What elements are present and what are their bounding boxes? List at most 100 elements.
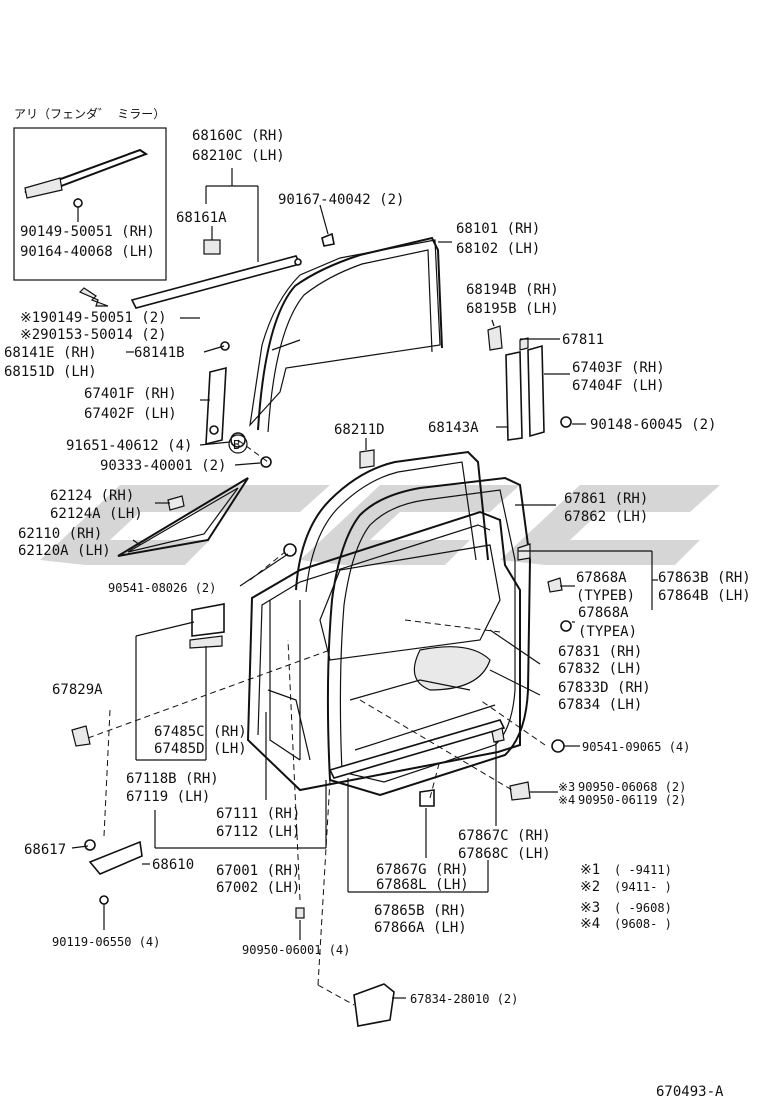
label-68141e: 68141E (RH): [4, 345, 97, 361]
legend-range-1: ( -9411): [614, 863, 672, 877]
label-67829: 67829A: [52, 682, 103, 698]
label-67863: 67863B (RH): [658, 570, 751, 586]
legend-mark-4: ※4: [580, 916, 600, 932]
pad-67834-28010: [353, 983, 395, 1027]
label-67832: 67832 (LH): [558, 661, 642, 677]
label-68194: 68194B (RH): [466, 282, 559, 298]
mark-4: ※4: [558, 793, 575, 807]
channel-67403: [527, 344, 545, 438]
label-68617: 68617: [24, 842, 66, 858]
legend-mark-2: ※2: [580, 879, 600, 895]
label-typeb: (TYPEB): [576, 588, 635, 604]
label-68161: 68161A: [176, 210, 227, 226]
label-68610: 68610: [152, 857, 194, 873]
label-68211: 68211D: [334, 422, 385, 438]
lower-strip-67865: [328, 719, 506, 779]
label-67834-28010: 67834-28010 (2): [410, 992, 518, 1006]
label-67811: 67811: [562, 332, 604, 348]
channel-68161: [130, 255, 302, 309]
label-68141b: 68141B: [134, 345, 185, 361]
label-67485d: 67485D (LH): [154, 741, 247, 757]
legend-range-2: (9411- ): [614, 880, 672, 894]
label-67404: 67404F (LH): [572, 378, 665, 394]
label-67402: 67402F (LH): [84, 406, 177, 422]
label-67119: 67119 (LH): [126, 789, 210, 805]
label-67864: 67864B (LH): [658, 588, 751, 604]
label-90541-08026: 90541-08026 (2): [108, 581, 216, 595]
label-90950-06001: 90950-06001 (4): [242, 943, 350, 957]
label-67403: 67403F (RH): [572, 360, 665, 376]
label-90119: 90119-06550 (4): [52, 935, 160, 949]
label-67833: 67833D (RH): [558, 680, 651, 696]
label-67868a-typeb: 67868A: [576, 570, 627, 586]
label-67401: 67401F (RH): [84, 386, 177, 402]
label-90164: 90164-40068 (LH): [20, 244, 155, 260]
label-62124a: 62124A (LH): [50, 506, 143, 522]
label-67834: 67834 (LH): [558, 697, 642, 713]
label-68210: 68210C (LH): [192, 148, 285, 164]
label-67868l: 67868L (LH): [376, 877, 469, 893]
label-90541-09065: 90541-09065 (4): [582, 740, 690, 754]
label-67866: 67866A (LH): [374, 920, 467, 936]
label-67112: 67112 (LH): [216, 824, 300, 840]
label-67862: 67862 (LH): [564, 509, 648, 525]
label-68143: 68143A: [428, 420, 479, 436]
label-91651: 91651-40612 (4): [66, 438, 192, 454]
label-67867c: 67867C (RH): [458, 828, 551, 844]
label-67868c: 67868C (LH): [458, 846, 551, 862]
inset-fender-mirror: [13, 127, 167, 281]
label-67831: 67831 (RH): [558, 644, 642, 660]
label-62110: 62110 (RH): [18, 526, 102, 542]
label-68160: 68160C (RH): [192, 128, 285, 144]
callout-b-circle: [228, 434, 248, 454]
channel-68143: [505, 351, 523, 441]
label-90167: 90167-40042 (2): [278, 192, 404, 208]
label-90950-06119: 90950-06119 (2): [578, 793, 686, 807]
label-90333: 90333-40001 (2): [100, 458, 226, 474]
label-190149: ※190149-50051 (2): [20, 310, 167, 326]
pad-67829: [71, 725, 91, 747]
quarter-glass-62110: [117, 477, 249, 557]
door-frame: [295, 450, 489, 591]
label-67001: 67001 (RH): [216, 863, 300, 879]
label-67485c: 67485C (RH): [154, 724, 247, 740]
label-68195: 68195B (LH): [466, 301, 559, 317]
label-67861: 67861 (RH): [564, 491, 648, 507]
leader-lines: [71, 168, 658, 999]
dashed-leaders: [87, 439, 546, 1006]
label-67868a-typea: 67868A: [578, 605, 629, 621]
door-shell: [246, 510, 521, 792]
label-67867g: 67867G (RH): [376, 862, 469, 878]
inset-arrow: [78, 287, 109, 307]
label-62120: 62120A (LH): [18, 543, 111, 559]
latch-67485: [191, 603, 225, 637]
label-67118: 67118B (RH): [126, 771, 219, 787]
label-67002: 67002 (LH): [216, 880, 300, 896]
weatherstrip-67861: [326, 476, 532, 797]
label-68101: 68101 (RH): [456, 221, 540, 237]
label-90148: 90148-60045 (2): [590, 417, 716, 433]
label-typea: (TYPEA): [578, 624, 637, 640]
label-90950-06068: 90950-06068 (2): [578, 780, 686, 794]
label-67111: 67111 (RH): [216, 806, 300, 822]
label-90149: 90149-50051 (RH): [20, 224, 155, 240]
label-68151: 68151D (LH): [4, 364, 97, 380]
watermark-logo: [40, 485, 720, 565]
hinge-68610: [88, 840, 143, 875]
door-trim-67831: [319, 544, 501, 661]
label-67865: 67865B (RH): [374, 903, 467, 919]
legend-mark-3: ※3: [580, 900, 600, 916]
door-glass: [249, 239, 441, 427]
legend-mark-1: ※1: [580, 862, 600, 878]
diagram-id: 670493-A: [656, 1084, 724, 1100]
callout-b: B: [233, 438, 240, 452]
glass-run-upper: [257, 236, 443, 431]
armrest-67833: [413, 646, 491, 691]
legend-range-3: ( -9608): [614, 901, 672, 915]
regulator-67401: [205, 366, 227, 446]
mark-3: ※3: [558, 780, 575, 794]
label-68102: 68102 (LH): [456, 241, 540, 257]
label-62124: 62124 (RH): [50, 488, 134, 504]
